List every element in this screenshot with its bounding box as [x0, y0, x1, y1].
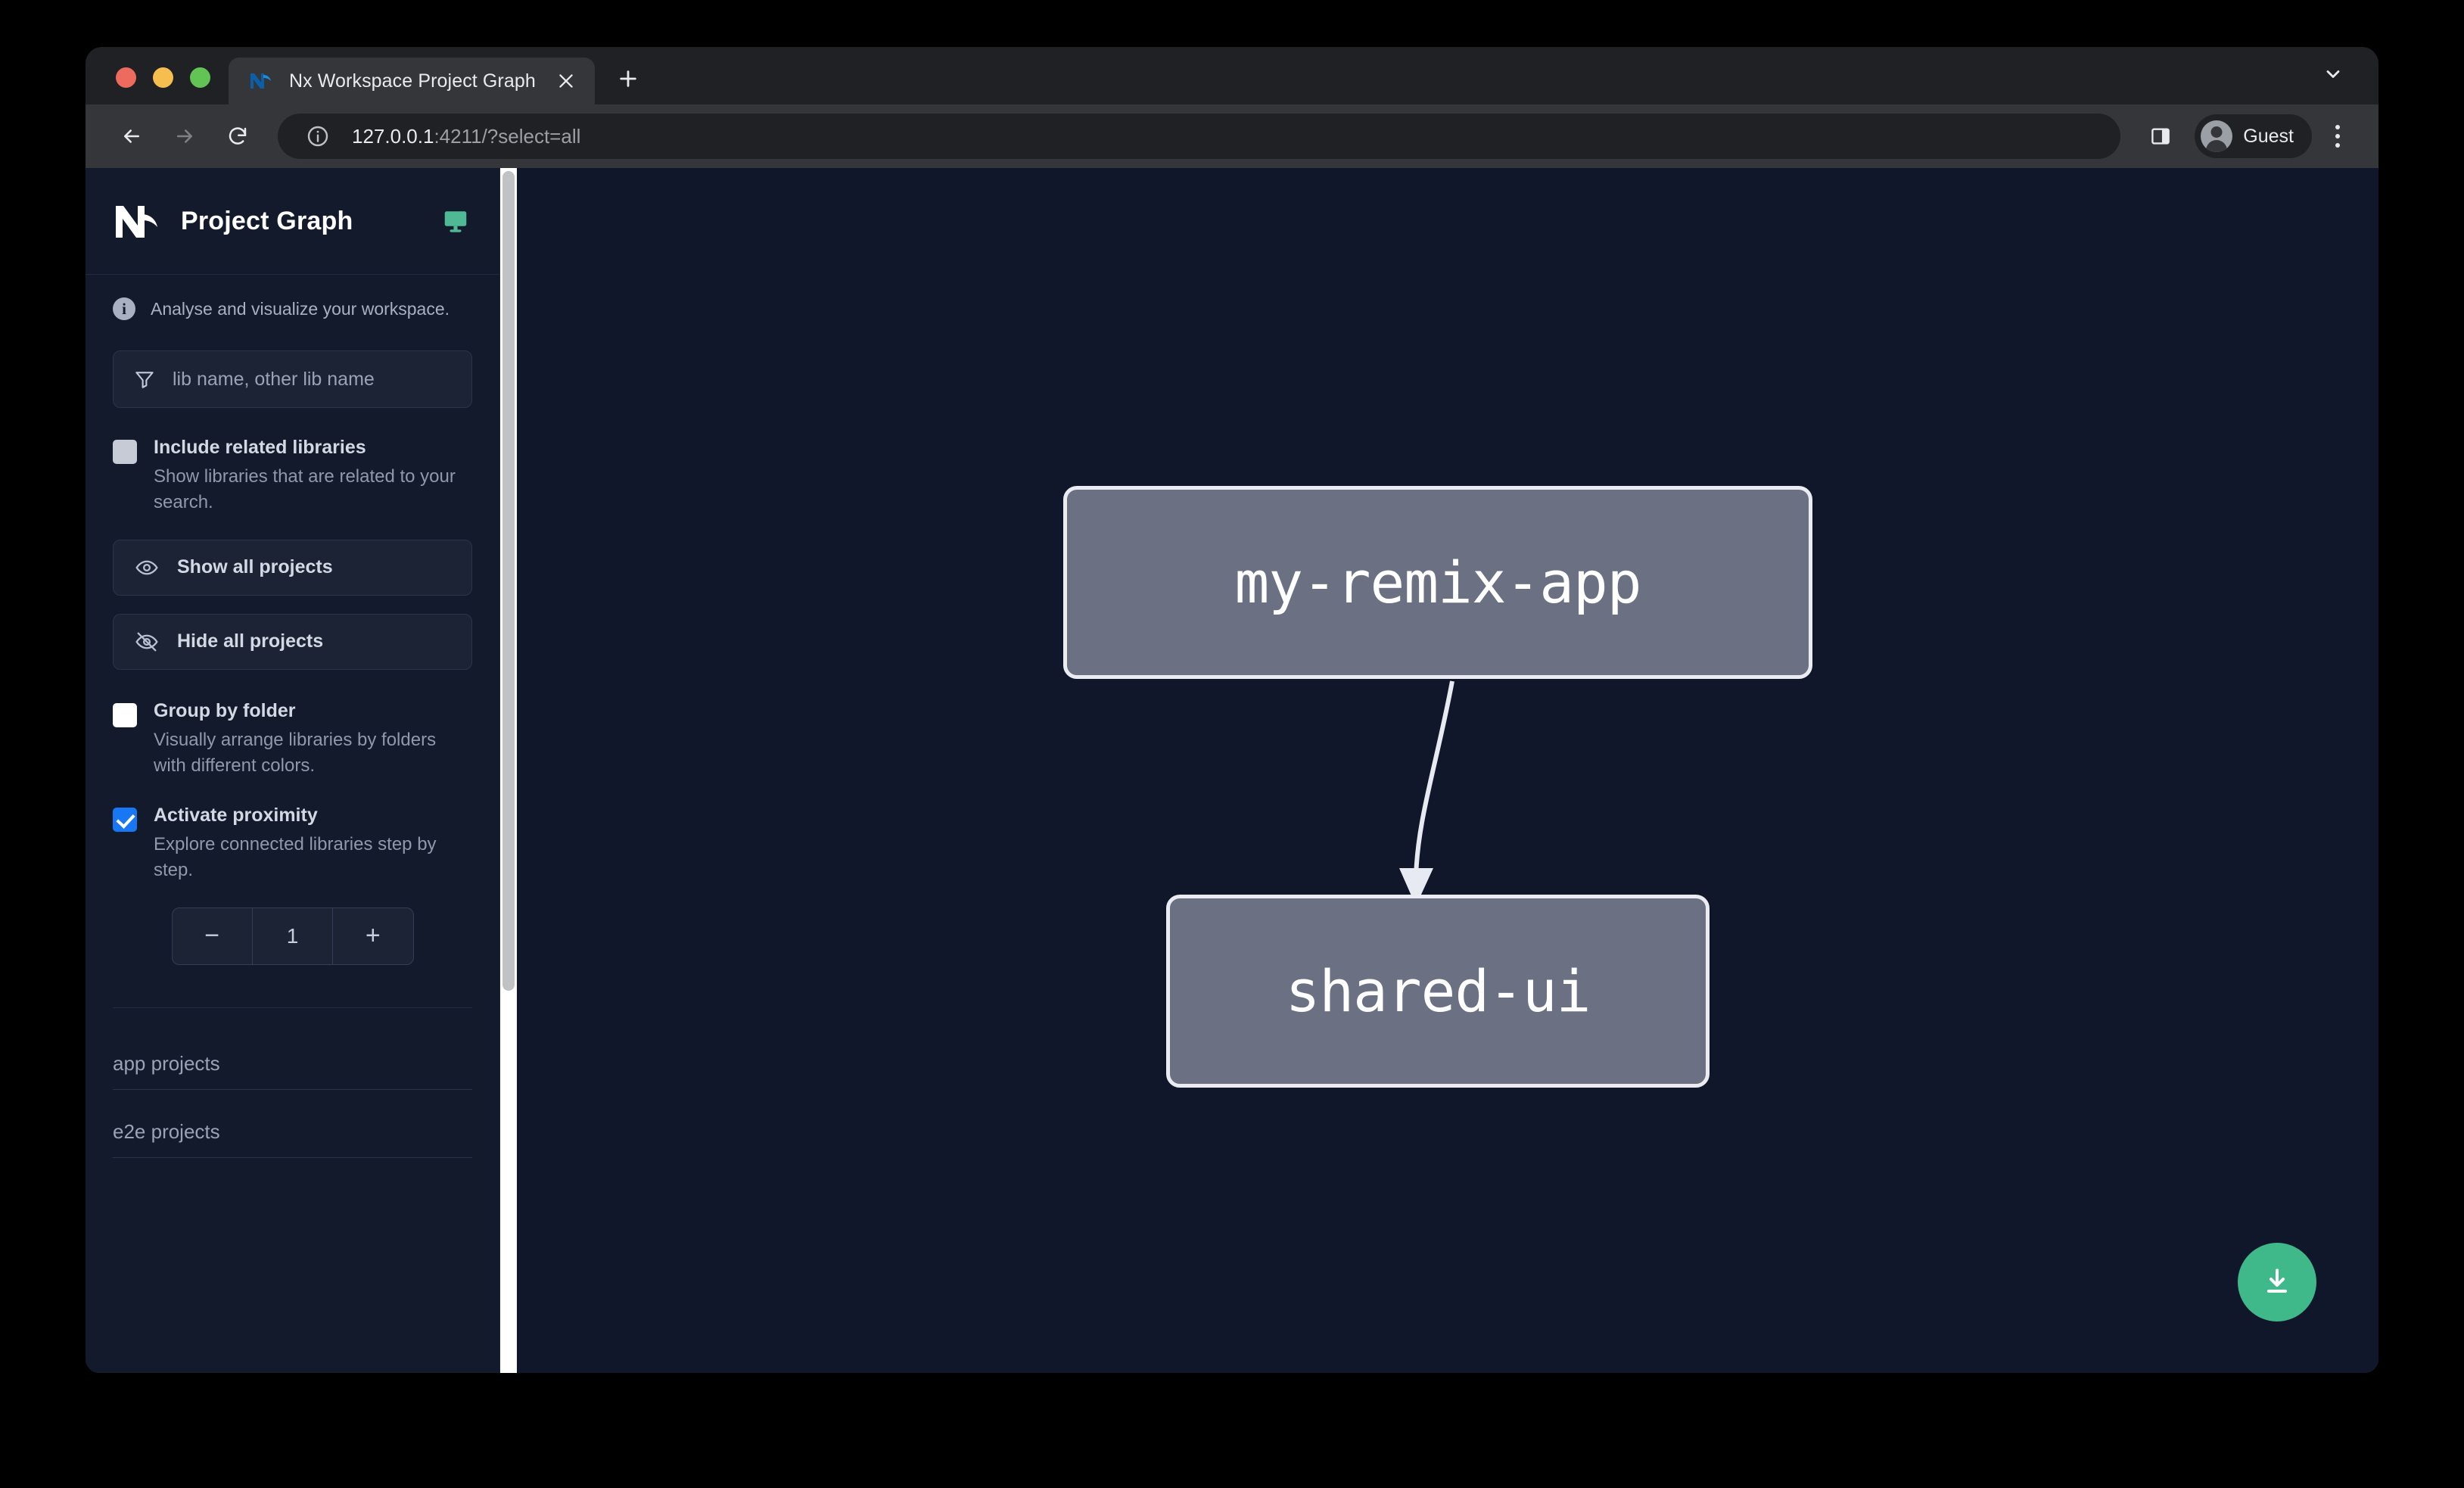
browser-tab[interactable]: Nx Workspace Project Graph — [229, 58, 595, 104]
new-tab-button[interactable] — [607, 58, 649, 100]
filter-funnel-icon — [133, 368, 156, 391]
window-controls — [86, 67, 229, 104]
option-description: Explore connected libraries step by step… — [154, 833, 437, 880]
option-description: Show libraries that are related to your … — [154, 465, 456, 512]
proximity-value: 1 — [251, 907, 334, 964]
sidebar: Project Graph i Analyse and visualize yo… — [86, 168, 500, 1373]
tab-title: Nx Workspace Project Graph — [289, 70, 536, 92]
graph-node-shared-ui[interactable]: shared-ui — [1166, 895, 1710, 1088]
sidebar-scrollbar-thumb[interactable] — [502, 171, 515, 991]
show-all-projects-label: Show all projects — [177, 556, 333, 578]
side-panel-icon[interactable] — [2140, 116, 2181, 157]
graph-node-label: my-remix-app — [1234, 549, 1641, 616]
sidebar-header: Project Graph — [86, 168, 499, 275]
download-icon — [2260, 1265, 2294, 1300]
download-graph-button[interactable] — [2238, 1243, 2316, 1321]
maximize-window-button[interactable] — [190, 67, 210, 88]
eye-icon — [135, 556, 159, 580]
option-label: Group by folder — [154, 699, 296, 721]
sidebar-section-app-projects[interactable]: app projects — [113, 1022, 472, 1090]
sidebar-project-sections: app projects e2e projects — [86, 1022, 499, 1158]
account-avatar-icon — [2201, 120, 2233, 152]
tab-strip-right-controls — [2316, 58, 2378, 104]
proximity-increment-button[interactable]: + — [333, 908, 412, 964]
option-label: Include related libraries — [154, 437, 366, 458]
filter-search-box[interactable] — [113, 350, 472, 408]
checkbox-activate-proximity[interactable] — [113, 807, 137, 832]
info-circle-icon[interactable] — [297, 116, 338, 157]
proximity-stepper: − 1 + — [171, 907, 414, 965]
minimize-window-button[interactable] — [153, 67, 173, 88]
browser-window: Nx Workspace Project Graph — [86, 47, 2378, 1373]
graph-node-my-remix-app[interactable]: my-remix-app — [1063, 486, 1812, 679]
checkbox-include-related-libraries[interactable] — [113, 440, 137, 464]
graph-edges — [1399, 680, 1454, 906]
browser-tab-strip: Nx Workspace Project Graph — [86, 47, 2378, 104]
nx-logo-icon — [113, 201, 163, 241]
option-include-related-libraries[interactable]: Include related libraries Show libraries… — [113, 425, 472, 520]
edge-my-remix-app-to-shared-ui — [1414, 680, 1454, 879]
arrow-left-icon[interactable] — [108, 113, 155, 160]
address-bar-url: 127.0.0.1:4211/?select=all — [352, 125, 580, 148]
monitor-icon[interactable] — [442, 207, 469, 235]
option-label: Activate proximity — [154, 804, 318, 826]
page-content: Project Graph i Analyse and visualize yo… — [86, 168, 2378, 1373]
reload-icon[interactable] — [214, 113, 261, 160]
option-description: Visually arrange libraries by folders wi… — [154, 729, 437, 776]
search-input[interactable] — [173, 368, 452, 391]
nx-favicon-icon — [248, 68, 274, 94]
profile-name: Guest — [2243, 125, 2294, 147]
address-bar[interactable]: 127.0.0.1:4211/?select=all — [278, 114, 2121, 159]
checkbox-group-by-folder[interactable] — [113, 702, 137, 727]
url-host: 127.0.0.1 — [352, 124, 434, 148]
graph-node-label: shared-ui — [1285, 957, 1591, 1025]
sidebar-divider — [113, 1007, 472, 1008]
page-title: Project Graph — [181, 206, 353, 235]
sidebar-section-e2e-projects[interactable]: e2e projects — [113, 1090, 472, 1158]
sidebar-controls: Include related libraries Show libraries… — [86, 340, 499, 1008]
hide-all-projects-button[interactable]: Hide all projects — [113, 613, 472, 670]
sidebar-scrollbar[interactable] — [500, 168, 517, 1373]
profile-button[interactable]: Guest — [2195, 114, 2312, 158]
sidebar-button-group: Show all projects Hide all projects — [113, 539, 472, 670]
option-activate-proximity[interactable]: Activate proximity Explore connected lib… — [113, 783, 472, 888]
sidebar-tagline-text: Analyse and visualize your workspace. — [151, 298, 450, 319]
close-icon[interactable] — [551, 66, 581, 96]
hide-all-projects-label: Hide all projects — [177, 630, 324, 652]
eye-off-icon — [135, 630, 159, 654]
close-window-button[interactable] — [116, 67, 136, 88]
option-group-by-folder[interactable]: Group by folder Visually arrange librari… — [113, 688, 472, 783]
chevron-down-icon[interactable] — [2316, 58, 2350, 91]
sidebar-tagline: i Analyse and visualize your workspace. — [86, 275, 499, 340]
proximity-decrement-button[interactable]: − — [173, 908, 252, 964]
project-graph-canvas[interactable]: my-remix-app shared-ui — [517, 168, 2378, 1373]
info-icon: i — [113, 297, 135, 320]
kebab-menu-icon[interactable] — [2318, 115, 2357, 157]
show-all-projects-button[interactable]: Show all projects — [113, 539, 472, 596]
arrow-right-icon — [161, 113, 208, 160]
browser-toolbar: 127.0.0.1:4211/?select=all Guest — [86, 104, 2378, 168]
url-path: :4211/?select=all — [434, 124, 581, 148]
